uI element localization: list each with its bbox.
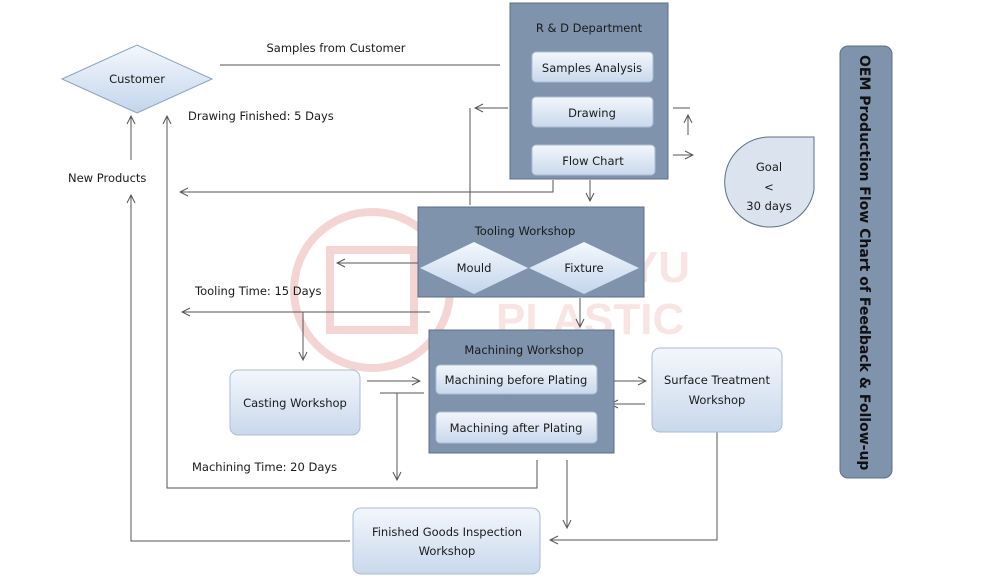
connectors: [131, 64, 718, 541]
drawing-finished-label: Drawing Finished: 5 Days: [188, 109, 334, 123]
surface-line-1: Surface Treatment: [664, 373, 770, 387]
tooling-workshop: Tooling Workshop Mould Fixture: [417, 206, 645, 298]
new-products-label: New Products: [68, 171, 146, 185]
rnd-title: R & D Department: [536, 21, 643, 35]
tooling-title: Tooling Workshop: [474, 224, 576, 238]
machining-time-label: Machining Time: 20 Days: [192, 460, 337, 474]
mould: Mould: [457, 261, 492, 275]
finished-line-1: Finished Goods Inspection: [372, 525, 522, 539]
drawing: Drawing: [568, 106, 616, 120]
goal-line-1: Goal: [756, 160, 782, 174]
tooling-time-label: Tooling Time: 15 Days: [194, 284, 321, 298]
side-title: OEM Production Flow Chart of Feedback & …: [856, 55, 872, 470]
rnd-department: R & D Department Samples Analysis Drawin…: [509, 2, 669, 180]
goal-node: Goal < 30 days: [724, 136, 815, 228]
machining-after-plating: Machining after Plating: [450, 421, 583, 435]
side-title-panel: OEM Production Flow Chart of Feedback & …: [839, 45, 893, 479]
goal-line-2: <: [764, 180, 774, 194]
samples-analysis: Samples Analysis: [542, 61, 642, 75]
customer-node: Customer: [60, 44, 214, 114]
samples-from-customer-label: Samples from Customer: [266, 41, 405, 55]
casting-workshop: Casting Workshop: [229, 369, 361, 436]
goal-line-3: 30 days: [746, 199, 791, 213]
finished-goods-inspection: Finished Goods Inspection Workshop: [352, 507, 541, 575]
machining-title: Machining Workshop: [464, 343, 583, 357]
machining-workshop: Machining Workshop Machining before Plat…: [428, 329, 615, 454]
fixture: Fixture: [564, 261, 603, 275]
finished-line-2: Workshop: [419, 544, 476, 558]
surface-treatment-workshop: Surface Treatment Workshop: [651, 347, 783, 433]
surface-line-2: Workshop: [689, 393, 746, 407]
customer-label: Customer: [109, 72, 165, 86]
machining-before-plating: Machining before Plating: [445, 373, 588, 387]
flow-chart-item: Flow Chart: [562, 154, 624, 168]
casting-label: Casting Workshop: [243, 396, 347, 410]
